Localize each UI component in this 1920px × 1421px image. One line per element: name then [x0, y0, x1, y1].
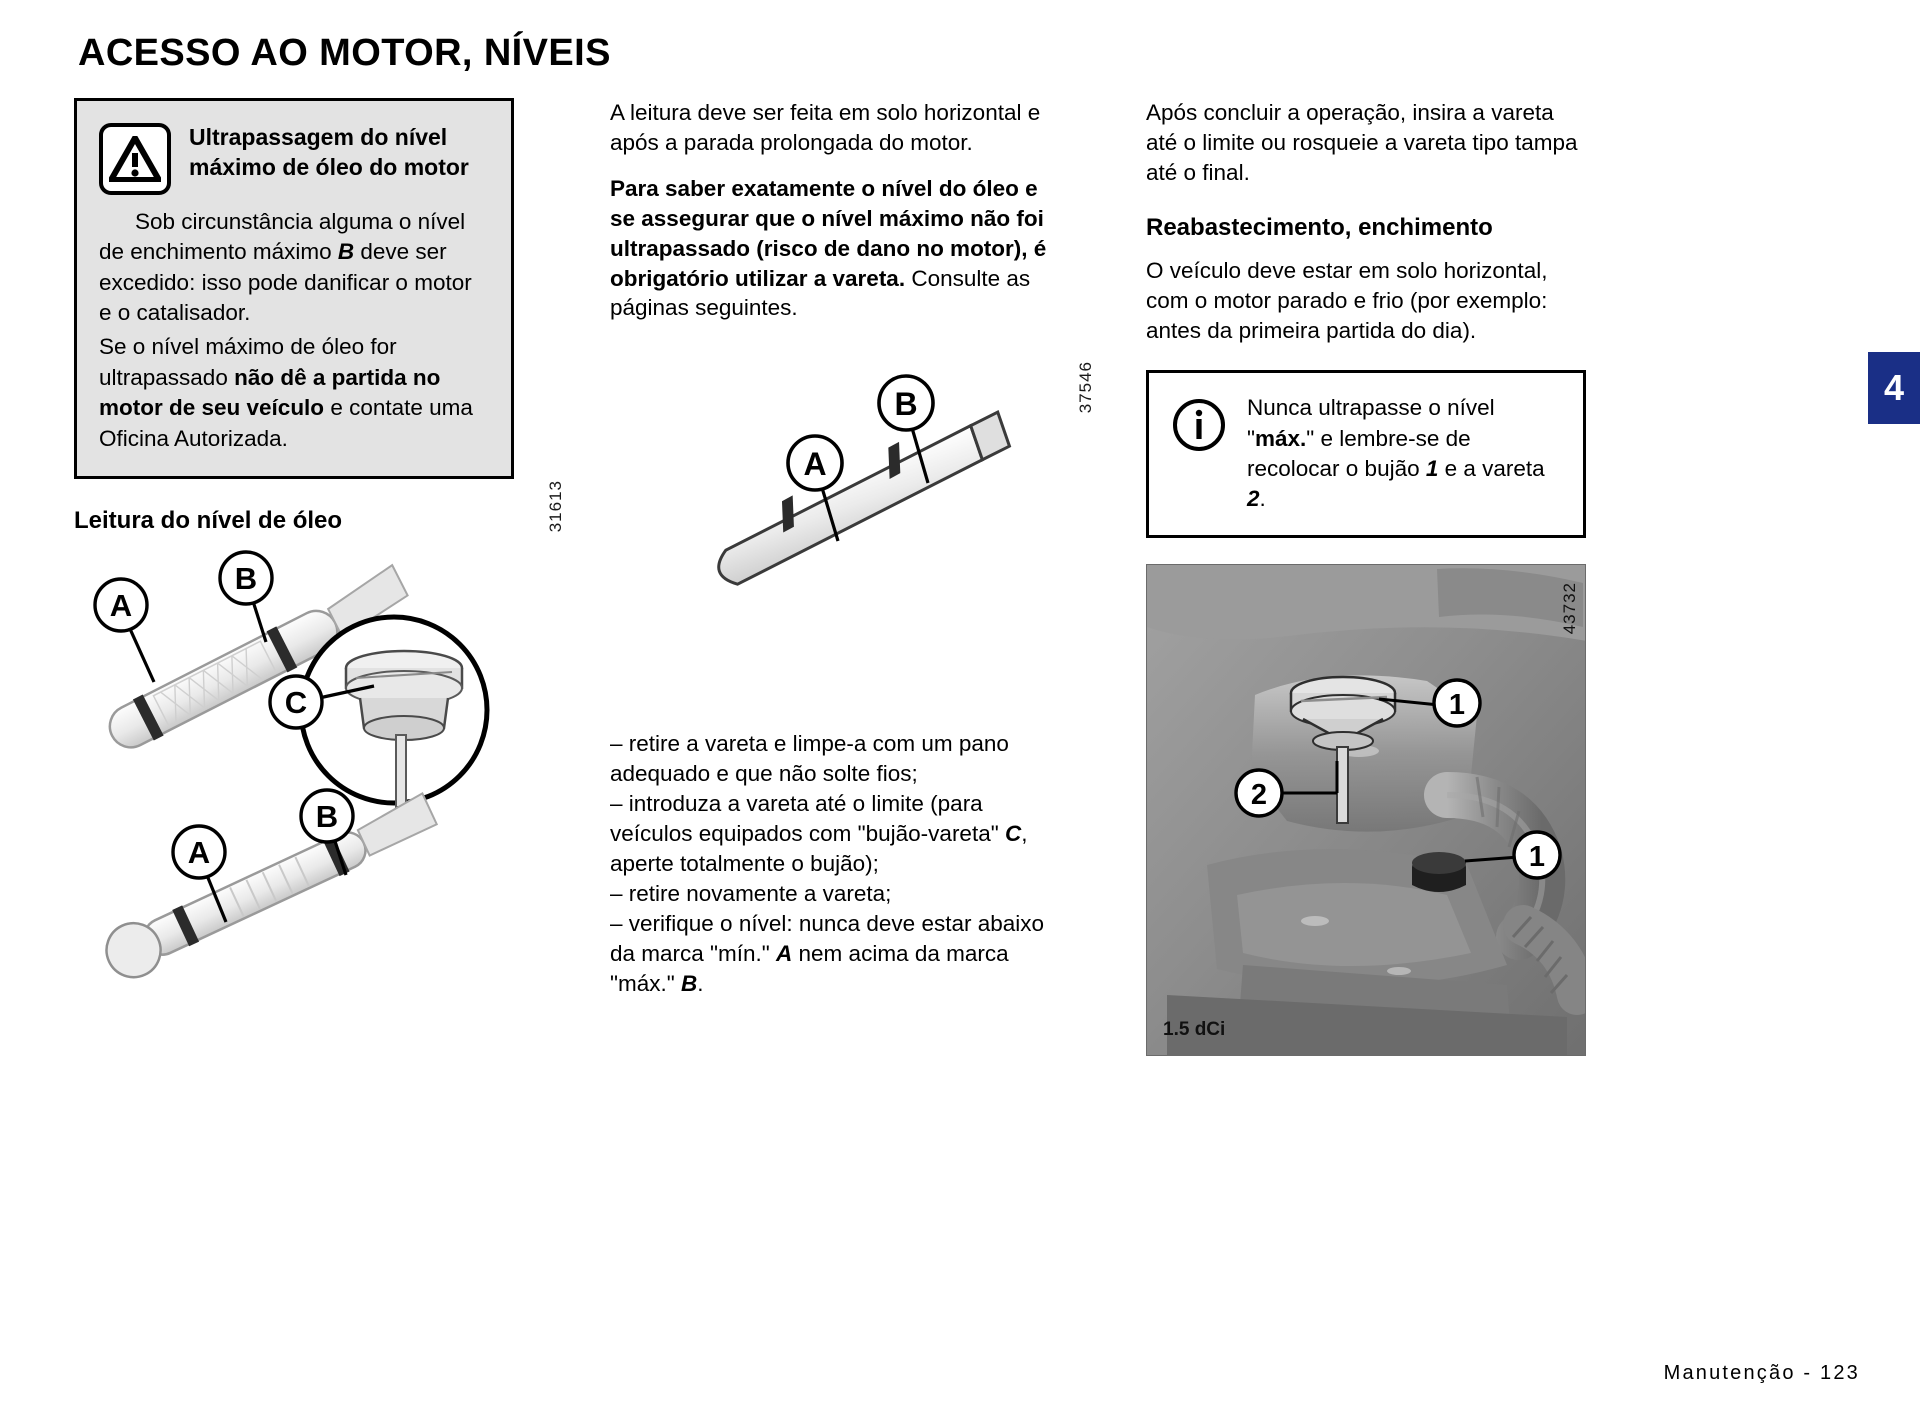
- info-text-d: .: [1259, 486, 1266, 512]
- info-text-bold-max: máx.: [1255, 425, 1307, 451]
- figure-dipstick-tip: 37546: [610, 351, 1095, 711]
- svg-text:A: A: [110, 588, 132, 623]
- svg-text:B: B: [235, 561, 257, 596]
- info-box: Nunca ultrapasse o nível "máx." e lembre…: [1146, 370, 1586, 538]
- three-column-layout: Ultrapassagem do nível máximo de óleo do…: [74, 97, 1860, 1056]
- info-text: Nunca ultrapasse o nível "máx." e lembre…: [1247, 393, 1561, 515]
- chapter-tab: 4: [1868, 352, 1920, 424]
- left-column: Ultrapassagem do nível máximo de óleo do…: [74, 97, 565, 990]
- dipstick-tip-illustration: A B: [717, 374, 1012, 587]
- svg-text:B: B: [316, 799, 338, 834]
- right-paragraph-2: O veículo deve estar em solo horizontal,…: [1146, 258, 1548, 344]
- svg-text:A: A: [803, 446, 826, 482]
- info-circle-icon: [1171, 397, 1227, 458]
- step-4-a: – verifique o nível: nunca deve estar ab…: [610, 910, 1045, 966]
- step-2: – introduza a vareta até o limite (para …: [610, 789, 1050, 879]
- svg-text:A: A: [188, 835, 210, 870]
- step-1: – retire a vareta e limpe-a com um pano …: [610, 731, 1009, 787]
- middle-p2-rest: Consulte as páginas seguintes.: [610, 265, 1031, 321]
- engine-bay-graphic: 1 2 1: [1147, 564, 1585, 1055]
- warning-p2-bold: não dê a partida no motor de seu veículo: [99, 364, 441, 421]
- figure-number-31613: 31613: [546, 479, 565, 532]
- svg-text:C: C: [285, 685, 307, 720]
- warning-triangle-icon: [99, 122, 171, 195]
- dipstick-illustration: A B: [93, 549, 490, 979]
- info-text-b: " e lembre-se de recolocar o bujão: [1247, 425, 1471, 481]
- step-4-c: .: [697, 970, 704, 996]
- step-4: – verifique o nível: nunca deve estar ab…: [610, 909, 1050, 999]
- section-heading-refill: Reabastecimento, enchimento: [1146, 213, 1493, 241]
- figure-dipstick-diagram: 31613: [74, 480, 565, 990]
- svg-text:B: B: [894, 386, 917, 422]
- middle-p2-bold: Para saber exatamente o nível do óleo e …: [610, 175, 1047, 291]
- section-heading-oil-reading: Leitura do nível de óleo: [74, 506, 343, 534]
- step-2-a: – introduza a vareta até o limite (para …: [610, 791, 1005, 847]
- warning-paragraph-2: Se o nível máximo de óleo for ultrapassa…: [99, 332, 489, 454]
- warning-p2-pre: Se o nível máximo de óleo for ultrapassa…: [99, 334, 397, 390]
- warning-paragraph-1: Sob circunstância alguma o nível de ench…: [99, 207, 489, 329]
- page-footer: Manutenção - 123: [1663, 1362, 1860, 1384]
- info-ref-2: 2: [1247, 486, 1260, 512]
- step-4-ref-a: A: [776, 940, 793, 966]
- figure-number-37546: 37546: [1076, 361, 1095, 414]
- warning-p1-ref-b: B: [337, 239, 355, 265]
- page-title: ACESSO AO MOTOR, NÍVEIS: [78, 32, 611, 74]
- warning-p1-pre: Sob circunstância alguma o nível de ench…: [99, 208, 466, 265]
- warning-p2-post: e contate uma Oficina Autorizada.: [99, 395, 473, 451]
- right-paragraph-1: Após concluir a operação, insira a varet…: [1146, 99, 1578, 185]
- warning-heading: Ultrapassagem do nível máximo de óleo do…: [189, 123, 469, 180]
- info-ref-1: 1: [1425, 455, 1439, 481]
- step-2-b: , aperte totalmente o bujão);: [610, 821, 1028, 877]
- photo-caption-engine-code: 1.5 dCi: [1163, 1018, 1226, 1040]
- warning-header: Ultrapassagem do nível máximo de óleo do…: [99, 121, 489, 195]
- engine-bay-photo: 1 2 1 1.5 dCi: [1146, 563, 1586, 1056]
- figure-engine-bay: 43732: [1146, 563, 1586, 1056]
- middle-paragraph-2: Para saber exatamente o nível do óleo e …: [610, 174, 1050, 324]
- step-4-b: nem acima da marca "máx.": [610, 940, 1009, 996]
- right-column: Após concluir a operação, insira a varet…: [1146, 98, 1586, 1056]
- warning-p1-post: deve ser excedido: isso pode danificar o…: [99, 239, 472, 326]
- warning-box: Ultrapassagem do nível máximo de óleo do…: [74, 97, 514, 479]
- svg-text:2: 2: [1251, 779, 1267, 811]
- svg-text:1: 1: [1529, 841, 1545, 873]
- info-text-a: Nunca ultrapasse o nível ": [1247, 395, 1495, 451]
- step-4-ref-b: B: [680, 970, 698, 996]
- middle-paragraph-1: A leitura deve ser feita em solo horizon…: [610, 99, 1041, 155]
- svg-text:1: 1: [1449, 689, 1465, 721]
- dipstick-steps-list: – retire a vareta e limpe-a com um pano …: [610, 729, 1050, 998]
- info-text-c: e a vareta: [1438, 455, 1545, 481]
- middle-column: A leitura deve ser feita em solo horizon…: [610, 98, 1095, 999]
- figure-number-43732: 43732: [1560, 581, 1579, 634]
- step-2-ref-c: C: [1004, 821, 1022, 847]
- info-row: Nunca ultrapasse o nível "máx." e lembre…: [1171, 393, 1561, 515]
- step-3: – retire novamente a vareta;: [610, 880, 892, 906]
